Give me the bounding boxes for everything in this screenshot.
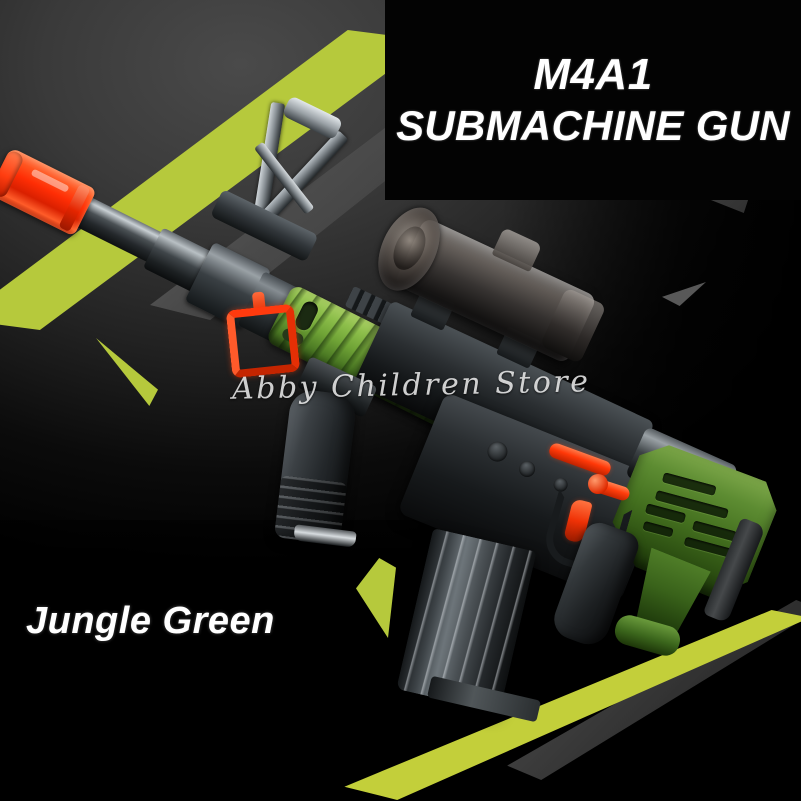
receiver-pin-mid	[516, 458, 538, 480]
foregrip-end-cap	[293, 524, 357, 548]
orange-sling-loop	[225, 303, 301, 379]
color-variant-label: Jungle Green	[26, 600, 275, 642]
front-sight-post	[202, 93, 371, 271]
product-title-line-2: SUBMACHINE GUN	[396, 102, 790, 150]
front-sight-hood	[281, 95, 344, 141]
product-title-line-1: M4A1	[533, 49, 653, 99]
store-watermark: Abby Children Store	[231, 364, 591, 407]
title-panel: M4A1 SUBMACHINE GUN	[385, 0, 801, 200]
receiver-pin-front	[484, 438, 511, 465]
selector-knob	[588, 474, 608, 494]
